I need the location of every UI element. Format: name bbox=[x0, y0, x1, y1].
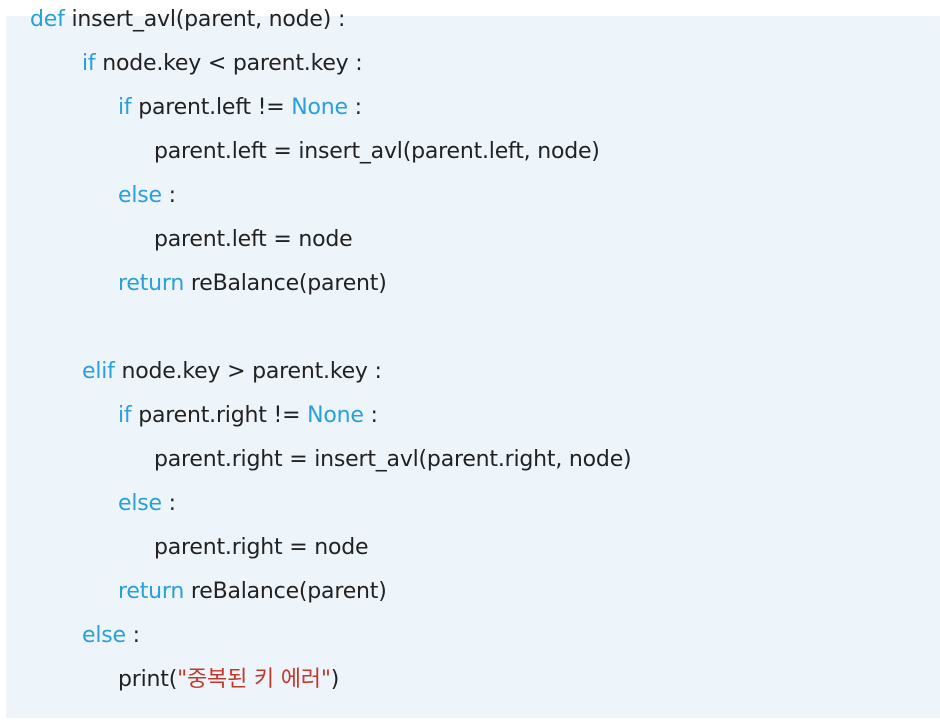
code-text: : bbox=[161, 491, 176, 516]
code-line: parent.left = node bbox=[154, 218, 353, 262]
code-keyword: if bbox=[118, 403, 132, 428]
code-text: parent.right != bbox=[131, 403, 308, 428]
code-text: parent.left = insert_avl(parent.left, no… bbox=[154, 139, 600, 164]
code-text: parent.left != bbox=[131, 95, 292, 120]
code-line: return reBalance(parent) bbox=[118, 262, 387, 306]
code-keyword: else bbox=[82, 623, 126, 648]
code-text: parent.right = node bbox=[154, 535, 369, 560]
code-text: node.key < parent.key : bbox=[95, 51, 363, 76]
code-line: parent.right = node bbox=[154, 526, 369, 570]
code-line: print("중복된 키 에러") bbox=[118, 658, 339, 702]
code-keyword: return bbox=[118, 271, 185, 296]
code-text: : bbox=[363, 403, 378, 428]
code-line: if node.key < parent.key : bbox=[82, 42, 363, 86]
code-line: elif node.key > parent.key : bbox=[82, 350, 382, 394]
code-text: reBalance(parent) bbox=[184, 579, 387, 604]
code-line: parent.left = insert_avl(parent.left, no… bbox=[154, 130, 600, 174]
code-keyword: if bbox=[118, 95, 132, 120]
code-text: : bbox=[125, 623, 140, 648]
code-text: print( bbox=[118, 667, 178, 692]
code-keyword: if bbox=[82, 51, 96, 76]
code-keyword: None bbox=[291, 95, 348, 120]
code-block: def insert_avl(parent, node) : if node.ke… bbox=[6, 7, 940, 718]
code-line: if parent.right != None : bbox=[118, 394, 378, 438]
code-text: node.key > parent.key : bbox=[114, 359, 382, 384]
code-line: else : bbox=[118, 174, 176, 218]
code-line: else : bbox=[118, 482, 176, 526]
code-line: def insert_avl(parent, node) : bbox=[30, 0, 345, 42]
code-text: parent.left = node bbox=[154, 227, 353, 252]
code-text: reBalance(parent) bbox=[184, 271, 387, 296]
code-line: if parent.left != None : bbox=[118, 86, 362, 130]
code-line: parent.right = insert_avl(parent.right, … bbox=[154, 438, 632, 482]
code-keyword: return bbox=[118, 579, 185, 604]
code-keyword: else bbox=[118, 183, 162, 208]
code-text: ) bbox=[330, 667, 340, 692]
code-keyword: None bbox=[307, 403, 364, 428]
code-keyword: else bbox=[118, 491, 162, 516]
code-text: : bbox=[161, 183, 176, 208]
code-text: : bbox=[347, 95, 362, 120]
code-text: insert_avl(parent, node) : bbox=[64, 7, 346, 32]
code-string: "중복된 키 에러" bbox=[177, 667, 331, 692]
code-keyword: elif bbox=[82, 359, 115, 384]
code-keyword: def bbox=[30, 7, 65, 32]
code-line: else : bbox=[82, 614, 140, 658]
code-line: return reBalance(parent) bbox=[118, 570, 387, 614]
code-text: parent.right = insert_avl(parent.right, … bbox=[154, 447, 632, 472]
